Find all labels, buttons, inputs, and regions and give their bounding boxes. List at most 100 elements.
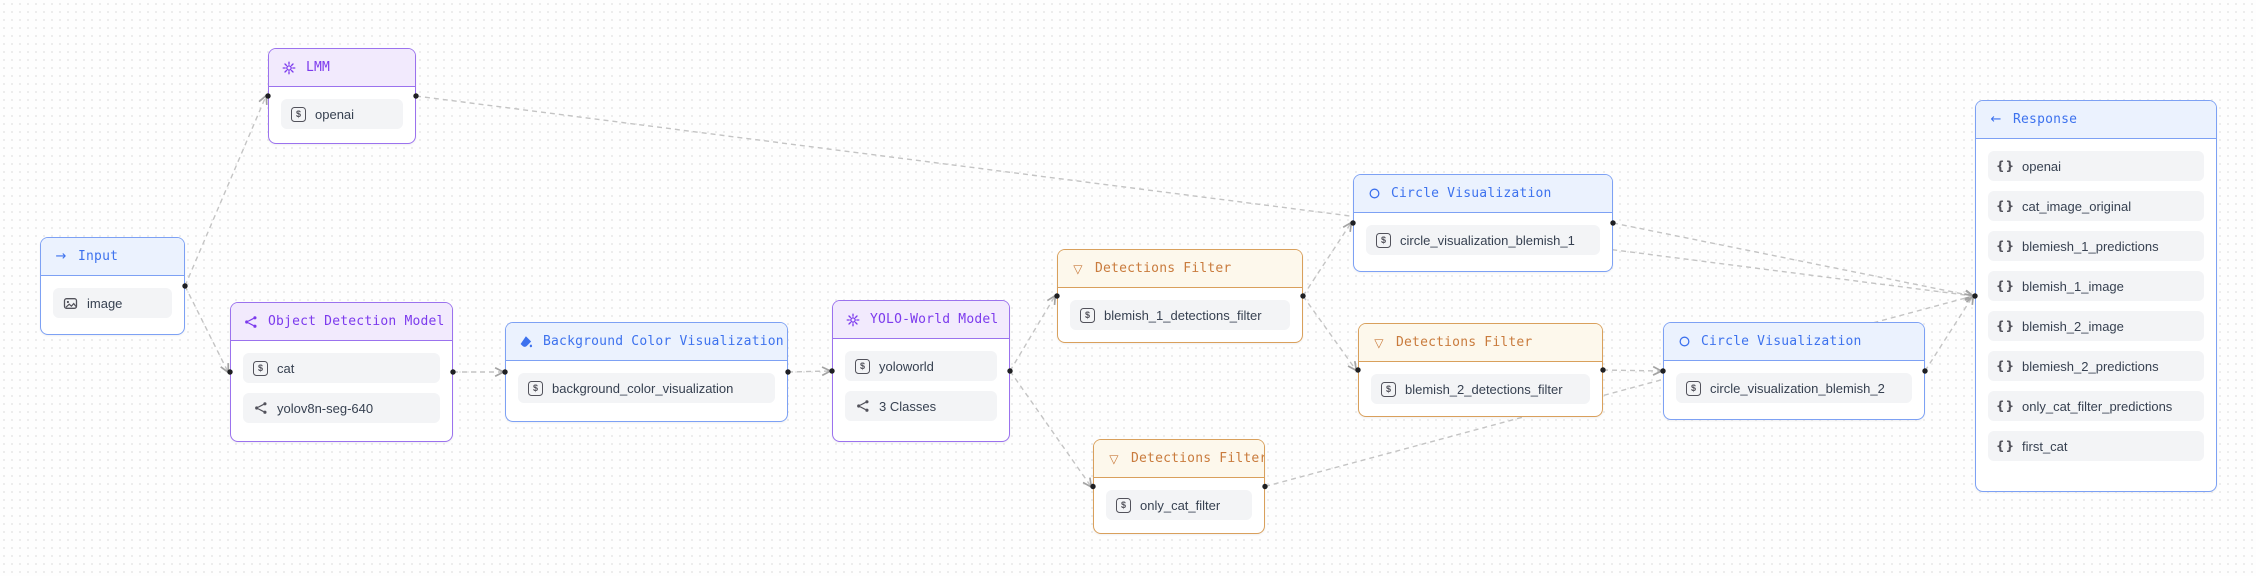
edge-bcv-yolo bbox=[787, 371, 830, 372]
node-df2[interactable]: ▽ Detections Filter $blemish_2_detections_… bbox=[1358, 323, 1603, 417]
braces-icon: {} bbox=[1995, 279, 2016, 293]
node-lmm[interactable]: LMM $ openai bbox=[268, 48, 416, 144]
node-body: image bbox=[41, 276, 184, 332]
edge-yolo-df3 bbox=[1009, 370, 1091, 487]
node-header[interactable]: Circle Visualization bbox=[1664, 323, 1924, 361]
node-item-label: blemiesh_1_predictions bbox=[2022, 238, 2159, 254]
node-item[interactable]: {} openai bbox=[1988, 151, 2204, 181]
string-icon: $ bbox=[253, 360, 268, 376]
braces-icon: {} bbox=[1995, 159, 2016, 173]
funnel-icon: ▽ bbox=[1073, 261, 1083, 276]
node-body: $blemish_2_detections_filter bbox=[1359, 362, 1602, 416]
edge-df1-cv1 bbox=[1302, 223, 1351, 297]
arrow-right-icon: → bbox=[55, 249, 67, 264]
node-title: Detections Filter bbox=[1095, 261, 1232, 276]
node-item-label: only_cat_filter_predictions bbox=[2022, 398, 2173, 414]
node-title: Input bbox=[78, 249, 119, 264]
node-input[interactable]: → Input image bbox=[40, 237, 185, 335]
string-icon: $ bbox=[291, 106, 306, 122]
circle-icon bbox=[1676, 334, 1692, 350]
node-yolo[interactable]: YOLO-World Model $yoloworld 3 Classes bbox=[832, 300, 1010, 442]
node-item[interactable]: $circle_visualization_blemish_2 bbox=[1676, 373, 1912, 403]
node-header[interactable]: YOLO-World Model bbox=[833, 301, 1009, 339]
node-body: $cat yolov8n-seg-640 bbox=[231, 341, 452, 437]
node-item[interactable]: {} blemish_2_image bbox=[1988, 311, 2204, 341]
edge-cv2-response bbox=[1924, 296, 1973, 372]
string-icon: $ bbox=[1080, 307, 1095, 323]
network-icon bbox=[855, 399, 870, 414]
node-item[interactable]: {} blemiesh_1_predictions bbox=[1988, 231, 2204, 261]
node-cv2[interactable]: Circle Visualization $circle_visualizatio… bbox=[1663, 322, 1925, 420]
node-cv1[interactable]: Circle Visualization $circle_visualizatio… bbox=[1353, 174, 1613, 272]
node-body: $yoloworld 3 Classes bbox=[833, 339, 1009, 435]
node-response[interactable]: ←Response{}openai{}cat_image_original{}b… bbox=[1975, 100, 2217, 492]
node-item-label: first_cat bbox=[2022, 438, 2068, 454]
edge-input-lmm bbox=[184, 96, 266, 287]
node-item[interactable]: {}blemiesh_2_predictions bbox=[1988, 351, 2204, 381]
node-header[interactable]: → Input bbox=[41, 238, 184, 276]
braces-icon: {} bbox=[1995, 199, 2016, 213]
string-icon: $ bbox=[1376, 232, 1391, 248]
network-icon bbox=[243, 314, 259, 330]
node-item[interactable]: $yoloworld bbox=[845, 351, 997, 381]
node-header[interactable]: ←Response bbox=[1976, 101, 2216, 139]
node-title: Background Color Visualization bbox=[543, 334, 784, 349]
node-item[interactable]: yolov8n-seg-640 bbox=[243, 393, 440, 423]
node-item[interactable]: $circle_visualization_blemish_1 bbox=[1366, 225, 1600, 255]
node-title: Object Detection Model bbox=[268, 314, 445, 329]
node-body: $circle_visualization_blemish_1 bbox=[1354, 213, 1612, 269]
edge-df1-df2 bbox=[1302, 295, 1356, 370]
node-bcv[interactable]: Background Color Visualization $backgroun… bbox=[505, 322, 788, 422]
node-header[interactable]: ▽ Detections Filter bbox=[1058, 250, 1302, 288]
arrow-left-icon: ← bbox=[1990, 112, 2002, 127]
edge-yolo-df1 bbox=[1009, 296, 1055, 372]
braces-icon: {} bbox=[1995, 319, 2016, 333]
node-item[interactable]: {}blemish_1_image bbox=[1988, 271, 2204, 301]
node-item[interactable]: {}only_cat_filter_predictions bbox=[1988, 391, 2204, 421]
string-icon: $ bbox=[1381, 381, 1396, 397]
node-item[interactable]: image bbox=[53, 288, 172, 318]
node-item-label: 3 Classes bbox=[879, 398, 937, 414]
node-item-label: openai bbox=[315, 106, 355, 122]
node-header[interactable]: Object Detection Model bbox=[231, 303, 452, 341]
node-item-label: openai bbox=[2022, 158, 2062, 174]
node-header[interactable]: ▽ Detections Filter bbox=[1094, 440, 1264, 478]
network-icon bbox=[253, 401, 268, 416]
node-item[interactable]: $blemish_2_detections_filter bbox=[1371, 374, 1590, 404]
node-header[interactable]: LMM bbox=[269, 49, 415, 87]
node-item-label: yolov8n-seg-640 bbox=[277, 400, 374, 416]
paint-bucket-icon bbox=[518, 334, 534, 350]
circle-icon bbox=[1366, 186, 1382, 202]
node-odm[interactable]: Object Detection Model $cat yolov8n-seg-64… bbox=[230, 302, 453, 442]
braces-icon: {} bbox=[1995, 359, 2016, 373]
braces-icon: {} bbox=[1995, 439, 2016, 453]
node-title: Detections Filter bbox=[1131, 451, 1265, 466]
node-item[interactable]: $cat bbox=[243, 353, 440, 383]
node-item[interactable]: 3 Classes bbox=[845, 391, 997, 421]
funnel-icon: ▽ bbox=[1374, 335, 1384, 350]
node-title: Circle Visualization bbox=[1701, 334, 1862, 349]
funnel-icon: ▽ bbox=[1109, 451, 1119, 466]
node-body: $only_cat_filter bbox=[1094, 478, 1264, 533]
gear-icon bbox=[845, 312, 861, 328]
node-item[interactable]: $background_color_visualization bbox=[518, 373, 775, 403]
node-title: Detections Filter bbox=[1396, 335, 1533, 350]
node-body: $background_color_visualization bbox=[506, 361, 787, 417]
node-item-label: blemish_2_image bbox=[2022, 318, 2124, 334]
node-header[interactable]: Circle Visualization bbox=[1354, 175, 1612, 213]
node-df3[interactable]: ▽ Detections Filter $only_cat_filter bbox=[1093, 439, 1265, 534]
braces-icon: {} bbox=[1995, 239, 2016, 253]
node-item-label: cat_image_original bbox=[2022, 198, 2132, 214]
edge-df2-cv2 bbox=[1602, 370, 1661, 371]
node-item-label: yoloworld bbox=[879, 358, 934, 374]
node-item-label: circle_visualization_blemish_2 bbox=[1710, 380, 1885, 396]
node-df1[interactable]: ▽ Detections Filter $blemish_1_detections_… bbox=[1057, 249, 1303, 343]
node-item[interactable]: {} cat_image_original bbox=[1988, 191, 2204, 221]
node-item[interactable]: {} first_cat bbox=[1988, 431, 2204, 461]
node-item[interactable]: $only_cat_filter bbox=[1106, 490, 1252, 520]
node-header[interactable]: ▽ Detections Filter bbox=[1359, 324, 1602, 362]
node-item[interactable]: $ openai bbox=[281, 99, 403, 129]
node-item[interactable]: $blemish_1_detections_filter bbox=[1070, 300, 1290, 330]
node-header[interactable]: Background Color Visualization bbox=[506, 323, 787, 361]
